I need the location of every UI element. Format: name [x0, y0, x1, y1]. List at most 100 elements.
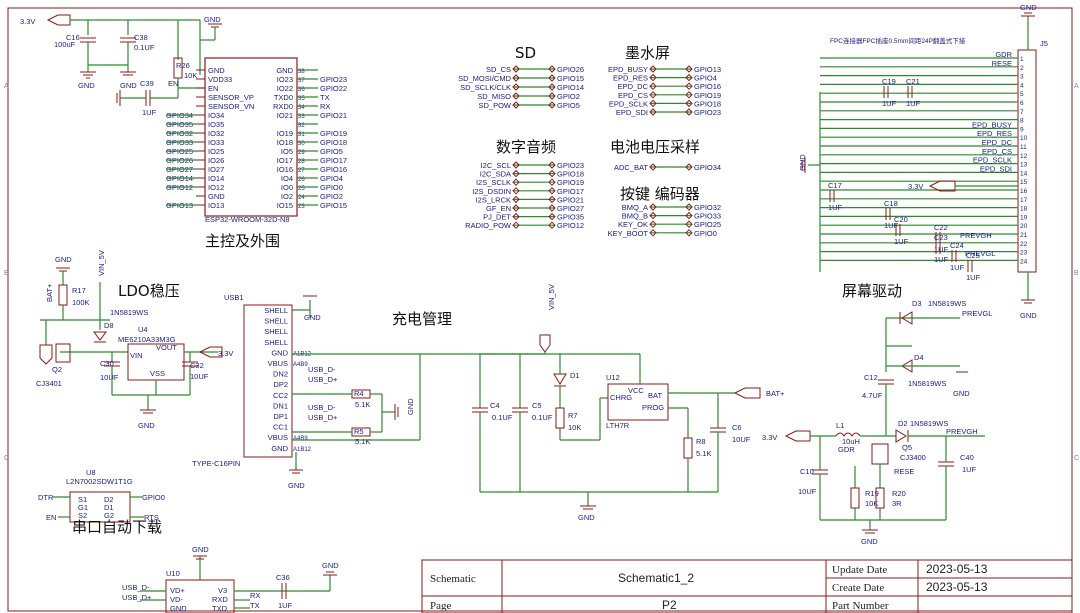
- section-audio: 数字音频: [496, 138, 556, 156]
- mcu-right-net-8: GPIO5: [320, 147, 343, 156]
- mcu-right-net-4: GPIO21: [320, 111, 347, 120]
- tb-schematic-value: Schematic1_2: [618, 571, 694, 585]
- sd-gpio-4: GPIO5: [557, 101, 580, 110]
- c30-ref: C30: [100, 359, 114, 368]
- mcu-left-pin-0: GND: [208, 66, 225, 75]
- d3-ref: D3: [912, 299, 922, 308]
- fpc-label-8: EPD_BUSY: [972, 120, 1012, 129]
- usb-pin-num-5: A4B9: [293, 362, 308, 368]
- audio-net-7-left-port: [512, 221, 520, 229]
- keys-net-2: KEY_OK: [618, 220, 648, 229]
- mcu-right-net-3: RX: [320, 102, 330, 111]
- gnd-fpc-bottom: GND: [1020, 311, 1037, 320]
- audio-net-1: I2C_SDA: [480, 170, 511, 179]
- section-keys: 按键 编码器: [620, 185, 700, 203]
- screen-driver-block: D3 1N5819WS PREVGL D4 1N5819WS GND C12 4…: [762, 299, 992, 546]
- border-row-c-right: C: [1074, 455, 1079, 462]
- d8-ref: D8: [104, 321, 114, 330]
- mcu-left-pin-11: IO27: [208, 165, 224, 174]
- c40-ref: C40: [960, 453, 974, 462]
- u4-ref: U4: [138, 325, 148, 334]
- usb-pin-4: GND: [271, 348, 288, 357]
- mcu-right-num-11: 27: [298, 168, 305, 174]
- keys-net-1: BMQ_B: [622, 212, 648, 221]
- mcu-right-pin-10: IO17: [277, 156, 293, 165]
- u10-pin-rxd: RXD: [212, 595, 228, 604]
- audio-net-4: I2S_LRCK: [476, 195, 511, 204]
- mcu-left-pin-7: IO32: [208, 129, 224, 138]
- fpc-cap-val-4: 1UF: [894, 237, 909, 246]
- eink-net-4-left-port: [649, 99, 657, 108]
- tb-update-value: 2023-05-13: [926, 562, 988, 576]
- mcu-right-pin-14: IO2: [281, 192, 293, 201]
- c39-ref: C39: [140, 79, 154, 88]
- eink-gpio-3: GPIO19: [694, 91, 721, 100]
- gnd-charge: GND: [578, 513, 595, 522]
- eink-net-3-left-port: [649, 91, 657, 99]
- sd-net-2-right-port: [548, 83, 556, 91]
- c36-val: 1UF: [278, 601, 293, 610]
- tb-update-label: Update Date: [832, 564, 887, 576]
- drv-3v3: 3.3V: [762, 433, 777, 442]
- usb-pin-3: SHELL: [264, 338, 288, 347]
- u12-bat: BAT: [648, 391, 662, 400]
- keys-net-3-right-port: [685, 229, 693, 237]
- mcu-right-num-7: 31: [298, 132, 305, 138]
- audio-gpio-7: GPIO12: [557, 221, 584, 230]
- fpc-cap-val-0: 1UF: [882, 99, 897, 108]
- fpc-3v3: 3.3V: [908, 182, 923, 191]
- usb-dm-1: USB_D-: [308, 365, 336, 374]
- gnd-usb-bottom: GND: [288, 481, 305, 490]
- fpc-label-12: EPD_SCLK: [973, 156, 1012, 165]
- mcu-right-net-12: GPIO0: [320, 183, 343, 192]
- r20-ref: R20: [892, 489, 906, 498]
- r8-val: 5.1K: [696, 449, 711, 458]
- d4-val: 1N5819WS: [908, 379, 946, 388]
- audio-gpio-4: GPIO21: [557, 195, 584, 204]
- mcu-right-net-10: GPIO16: [320, 165, 347, 174]
- eink-net-3-right-port: [685, 91, 693, 99]
- charge-bat-out: BAT+: [766, 389, 785, 398]
- sheet-border: A B C A B C: [4, 7, 1079, 612]
- tb-create-label: Create Date: [832, 582, 884, 594]
- mcu-right-net-1: GPIO22: [320, 84, 347, 93]
- keys-net-0: BMQ_A: [622, 203, 648, 212]
- u10-usb-dm: USB_D+: [122, 593, 152, 602]
- audio-net-5-left-port: [512, 204, 520, 212]
- sd-gpio-3: GPIO2: [557, 92, 580, 101]
- serial-rts: RTS: [144, 513, 159, 522]
- mcu-right-pin-5: IO21: [277, 111, 293, 120]
- u12-vcc: VCC: [628, 386, 644, 395]
- mcu-right-num-6: 32: [298, 123, 305, 129]
- keys-net-3-left-port: [649, 229, 657, 237]
- keys-net-2-left-port: [649, 220, 657, 228]
- r8-ref: R8: [696, 437, 706, 446]
- net-3v3-label: 3.3V: [20, 17, 35, 26]
- fpc-cap-ref-4: C20: [894, 215, 908, 224]
- c10-val: 10UF: [798, 487, 817, 496]
- fpc-pin-3: 4: [1020, 82, 1024, 89]
- keys-gpio-0: GPIO32: [694, 203, 721, 212]
- keys-gpio-2: GPIO25: [694, 220, 721, 229]
- ldo-vin: VIN_5V: [97, 250, 106, 276]
- mcu-right-pin-9: IO5: [281, 147, 293, 156]
- mcu-right-num-0: 38: [298, 69, 305, 75]
- fpc-prevgh: PREVGH: [960, 231, 992, 240]
- ldo-block: LDO稳压 GND R17 100K BAT+ VIN_5V D8 1N5819…: [36, 250, 233, 430]
- sd-net-3-right-port: [548, 92, 556, 100]
- mcu-right-num-12: 26: [298, 177, 305, 183]
- fpc-cap-ref-0: C19: [882, 77, 896, 86]
- eink-net-0: EPD_BUSY: [608, 65, 648, 74]
- net-3v3-flag: [46, 14, 71, 26]
- mcu-right-num-14: 24: [298, 195, 305, 201]
- fpc-cap-ref-8: C25: [966, 251, 980, 260]
- mcu-right-net-13: GPIO2: [320, 192, 343, 201]
- d8-val: 1N5819WS: [110, 308, 148, 317]
- eink-net-0-right-port: [685, 65, 693, 73]
- usb-pin-13: GND: [271, 444, 288, 453]
- mcu-right-pin-15: IO15: [277, 201, 293, 210]
